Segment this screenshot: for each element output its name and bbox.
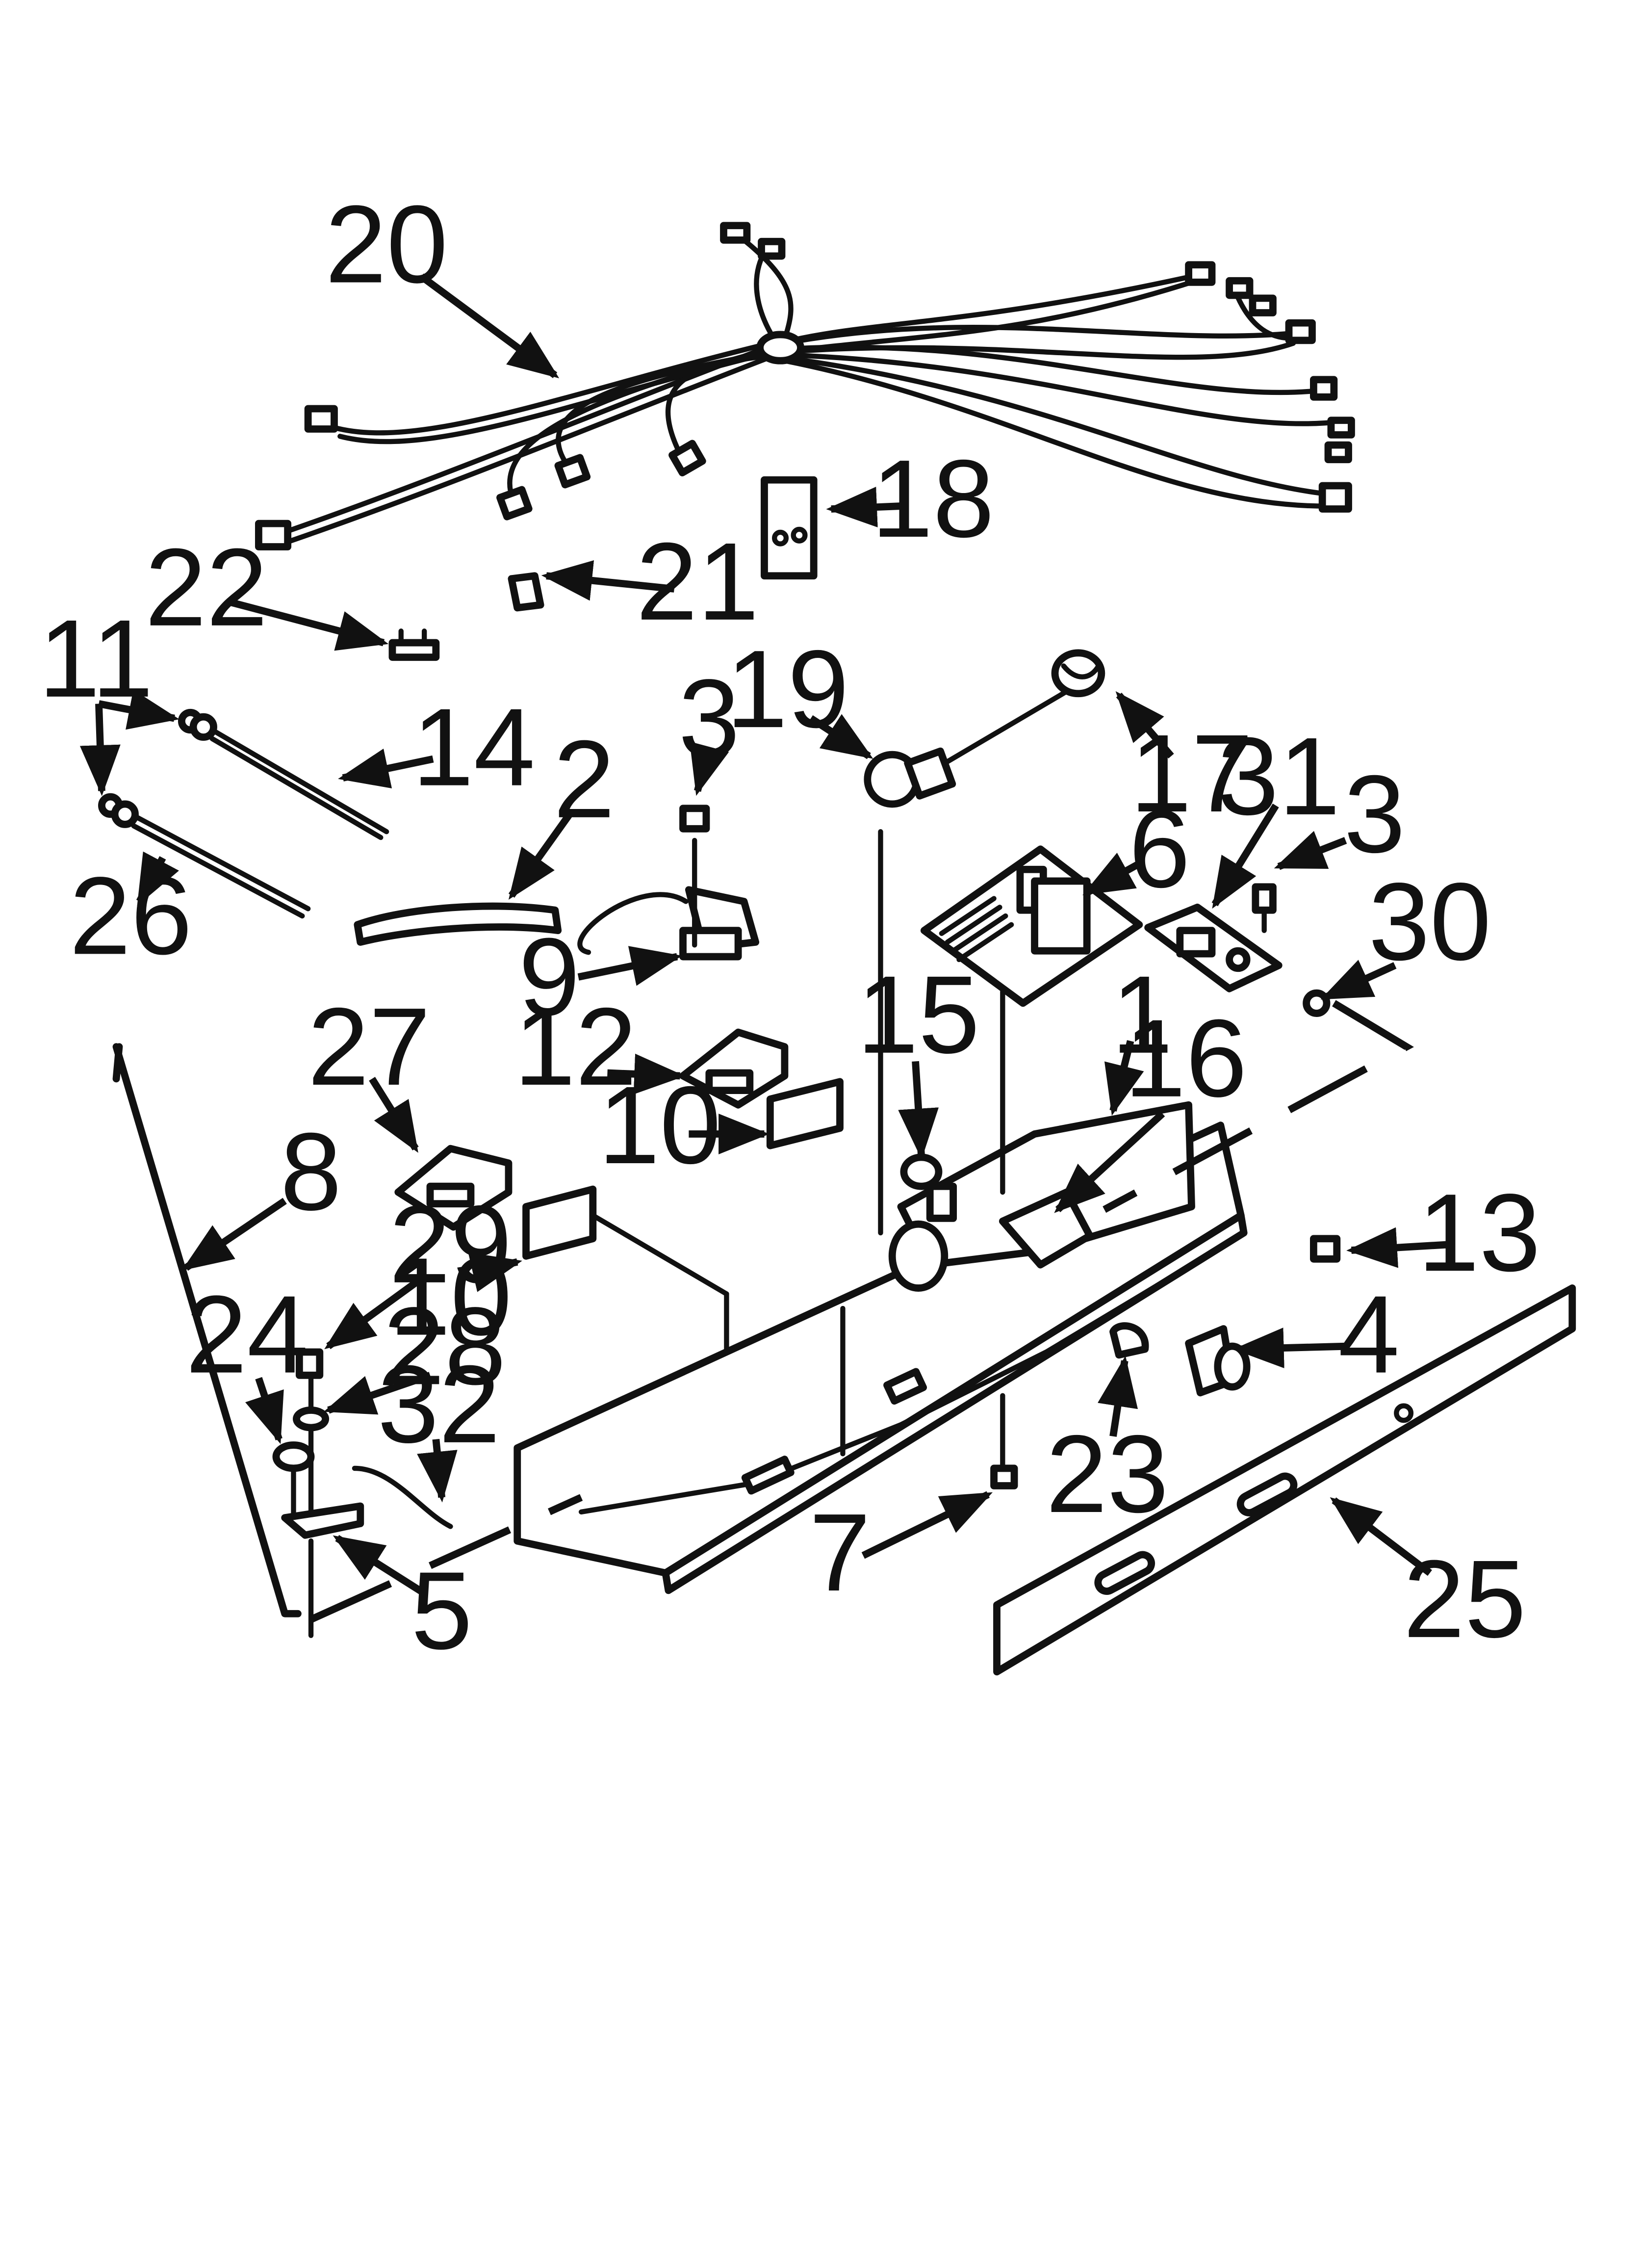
callout-26: 26 (69, 854, 192, 977)
callout-9: 9 (518, 915, 580, 1039)
callout-19: 19 (726, 627, 849, 751)
callout-6: 6 (1129, 787, 1190, 911)
callout-28: 28 (383, 1284, 506, 1408)
thermostat-bracket (1144, 883, 1331, 1017)
callout-23: 23 (1046, 1412, 1168, 1536)
button-23 (1109, 1322, 1149, 1359)
callout-3-left: 3 (678, 656, 740, 780)
callout-12: 12 (514, 985, 637, 1108)
callout-labels: 20 18 21 22 11 14 26 2 3 9 19 17 6 31 3 … (39, 182, 1541, 1672)
callout-17: 17 (1130, 711, 1253, 835)
callout-11: 11 (39, 597, 154, 720)
wire-harness (255, 222, 1355, 550)
callout-29: 29 (389, 1182, 512, 1306)
bracket-12 (679, 1028, 789, 1109)
callout-7: 7 (809, 1490, 871, 1614)
guide-dash (309, 1494, 583, 1623)
callout-30: 30 (1368, 860, 1491, 983)
front-panel-25 (993, 1284, 1576, 1676)
switch-9 (577, 805, 760, 961)
clip-22 (388, 628, 440, 661)
callout-27: 27 (308, 985, 430, 1108)
callout-5: 5 (411, 1549, 472, 1672)
callout-4: 4 (1338, 1273, 1399, 1396)
rod-8 (112, 1043, 302, 1617)
light-bulb (864, 649, 1105, 808)
callout-13: 13 (1418, 1171, 1540, 1294)
capillary-tubes (98, 708, 562, 946)
hinge-hardware (272, 1348, 453, 1638)
callout-2: 2 (553, 717, 615, 841)
callout-31: 31 (1217, 714, 1340, 838)
insulator-plate (761, 476, 818, 580)
callout-15: 15 (857, 953, 979, 1076)
callout-16: 16 (1124, 996, 1247, 1120)
label-10-upper (766, 1078, 844, 1149)
bracket-27 (394, 1145, 513, 1231)
callout-20: 20 (325, 182, 448, 306)
callout-8: 8 (280, 1110, 341, 1233)
guide-dash (1103, 1000, 1414, 1213)
callout-3-right: 3 (1344, 752, 1405, 876)
control-housing (513, 829, 1248, 1594)
screw-7 (990, 1393, 1018, 1489)
callout-24: 24 (185, 1273, 308, 1396)
callout-1: 1 (1111, 953, 1173, 1076)
leader-arrows (79, 273, 1451, 1597)
switch-4 (1185, 1325, 1251, 1397)
callout-10-lower: 10 (389, 1235, 512, 1358)
clip-21 (508, 572, 544, 612)
callout-14: 14 (412, 685, 535, 809)
callout-25: 25 (1403, 1537, 1526, 1661)
callout-18: 18 (872, 437, 994, 560)
callout-22: 22 (145, 525, 267, 649)
callout-10-upper: 10 (598, 1063, 721, 1187)
label-10-lower (522, 1185, 729, 1457)
callout-21: 21 (636, 520, 759, 643)
screw-13 (1309, 1235, 1341, 1263)
callout-32: 32 (378, 1342, 500, 1466)
